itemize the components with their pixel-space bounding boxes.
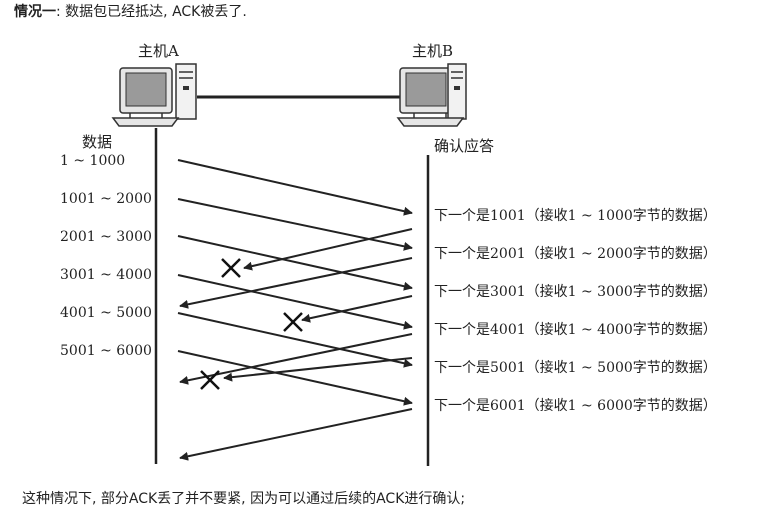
ack-label-2: 下一个是2001（接收1 ~ 2000字节的数据） <box>434 245 717 262</box>
ack-label-5: 下一个是5001（接收1 ~ 5000字节的数据） <box>434 359 717 376</box>
data-segment-arrow-3 <box>178 236 412 288</box>
segment-label-4: 3001 ~ 4000 <box>60 267 152 283</box>
data-column-header: 数据 <box>82 133 112 151</box>
ack-label-1: 下一个是1001（接收1 ~ 1000字节的数据） <box>434 207 717 224</box>
segment-label-2: 1001 ~ 2000 <box>60 191 152 207</box>
host-b-computer-icon <box>398 64 466 126</box>
segment-label-3: 2001 ~ 3000 <box>60 229 152 245</box>
ack-arrow-6 <box>180 409 412 458</box>
ack-labels: 下一个是1001（接收1 ~ 1000字节的数据） 下一个是2001（接收1 ~ … <box>434 207 717 414</box>
data-segment-arrow-1 <box>178 160 412 213</box>
lost-ack-x-icon-3 <box>201 371 219 389</box>
ack-label-6: 下一个是6001（接收1 ~ 6000字节的数据） <box>434 397 717 414</box>
lost-ack-x-icon-2 <box>284 313 302 331</box>
segment-label-1: 1 ~ 1000 <box>60 153 125 169</box>
host-a-computer-icon <box>113 64 196 126</box>
data-segment-arrow-2 <box>178 199 412 248</box>
segment-label-6: 5001 ~ 6000 <box>60 343 152 359</box>
host-b-label: 主机B <box>412 42 453 60</box>
ack-arrow-3 <box>302 296 412 320</box>
lost-ack-markers <box>201 259 302 389</box>
ack-column-header: 确认应答 <box>434 137 494 155</box>
footer-note: 这种情况下, 部分ACK丢了并不要紧, 因为可以通过后续的ACK进行确认; <box>22 489 465 509</box>
segment-label-5: 4001 ~ 5000 <box>60 305 152 321</box>
ack-arrow-2 <box>180 258 412 306</box>
ack-label-4: 下一个是4001（接收1 ~ 4000字节的数据） <box>434 321 717 338</box>
lost-ack-x-icon-1 <box>222 259 240 277</box>
host-a-label: 主机A <box>138 42 179 60</box>
ack-label-3: 下一个是3001（接收1 ~ 3000字节的数据） <box>434 283 717 300</box>
ack-arrow-1 <box>244 229 412 268</box>
segment-labels: 1 ~ 1000 1001 ~ 2000 2001 ~ 3000 3001 ~ 400… <box>60 153 152 359</box>
ack-arrows <box>180 229 412 458</box>
